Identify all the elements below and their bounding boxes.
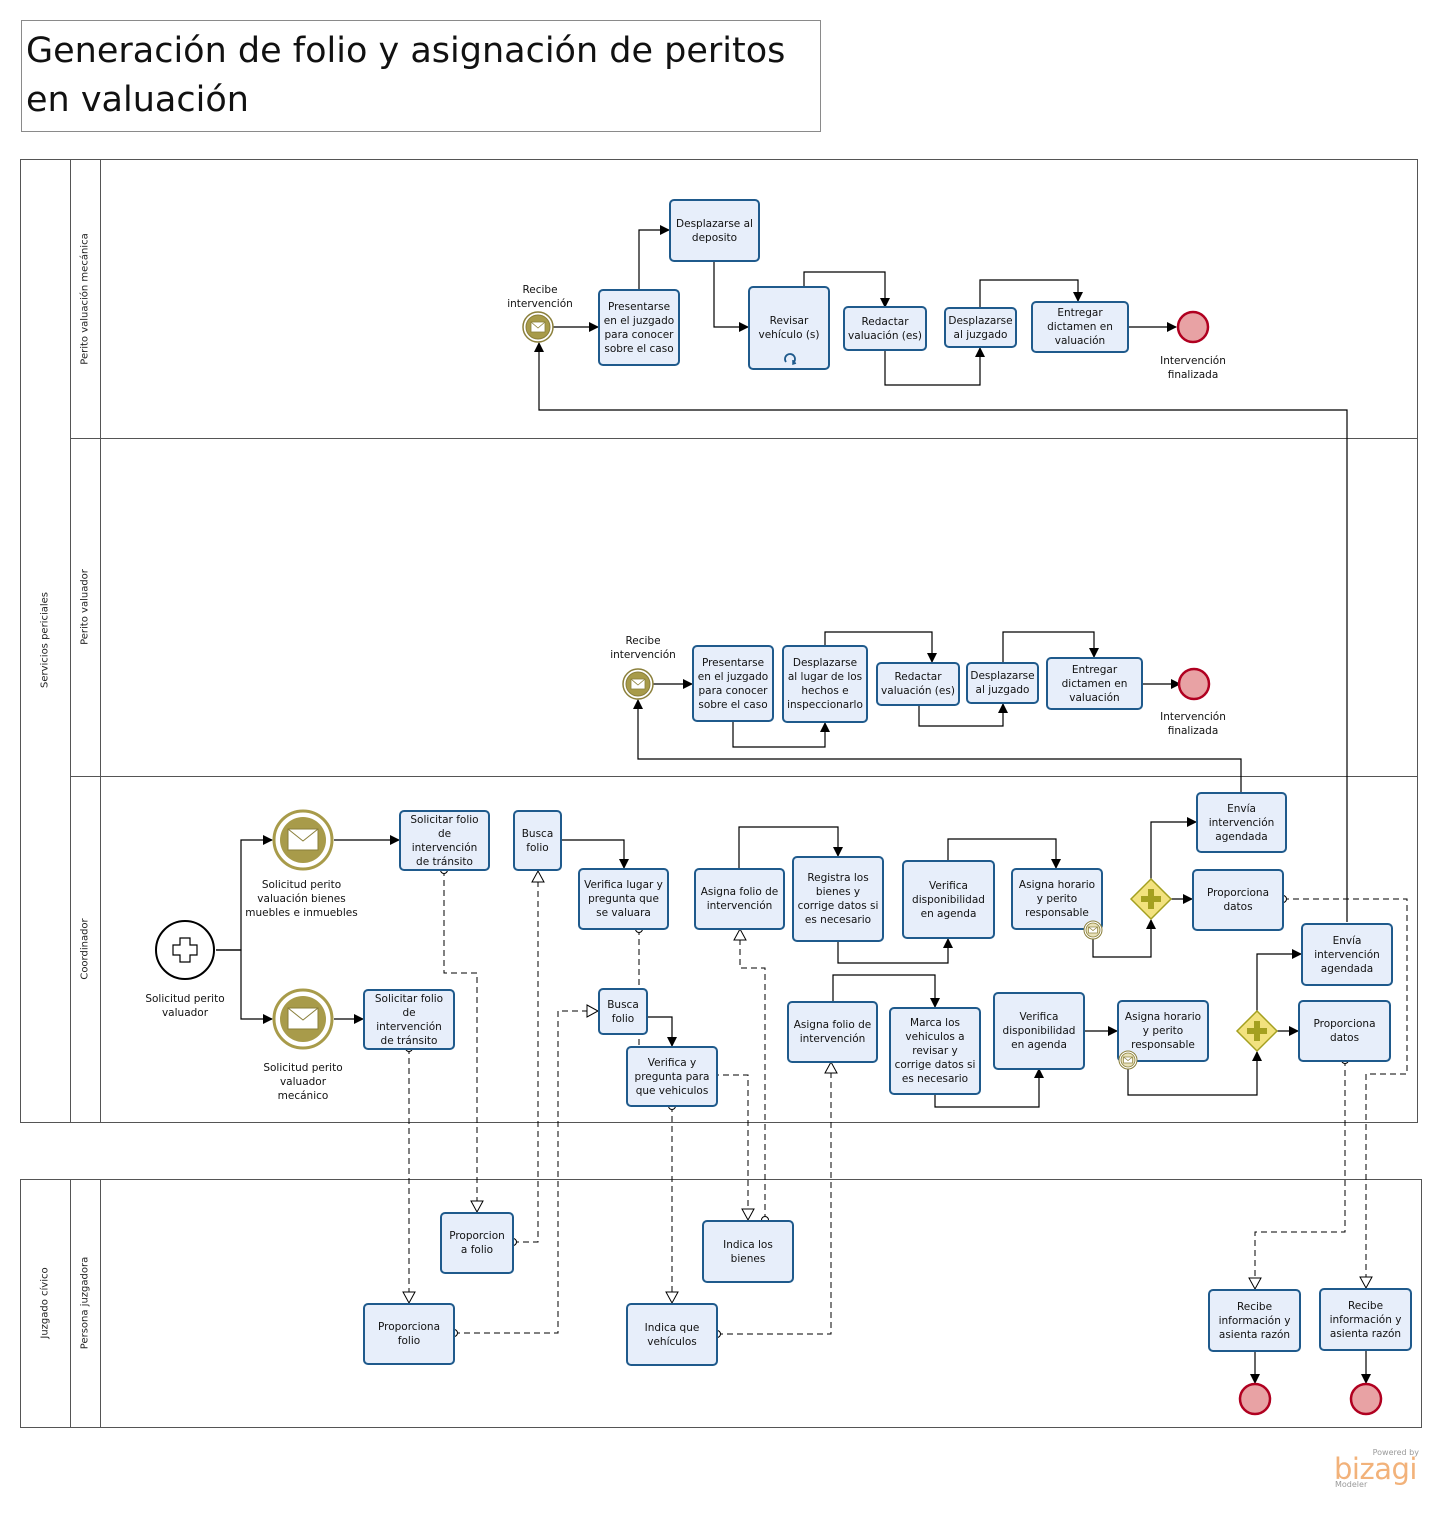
end-event-valuador — [1177, 667, 1211, 701]
end-event-juzgado-2 — [1349, 1382, 1383, 1416]
task-desplazarse-juzgado[interactable]: Desplazarse al juzgado — [944, 307, 1017, 348]
start-event-solicitud-perito-valuador — [155, 920, 215, 980]
parallel-plus-icon — [172, 937, 198, 963]
event-label-intervencion-finalizada: Intervención finalizada — [1160, 355, 1226, 381]
plus-icon — [1247, 1021, 1267, 1041]
lane-label-coordinador: Coordinador — [79, 918, 91, 980]
logo-product: Modeler — [1335, 1480, 1368, 1489]
event-label-recibe-intervencion: Recibe intervención — [610, 635, 676, 661]
logo-name: bizagi — [1334, 1452, 1417, 1486]
event-label-solicitud-bienes: Solicitud perito valuación bienes mueble… — [245, 879, 358, 919]
message-start-event-bienes — [272, 809, 334, 871]
task-asigna-horario[interactable]: Asigna horario y perito responsable — [1011, 868, 1103, 940]
task-revisar-vehiculo[interactable]: Revisar vehículo (s) — [748, 286, 830, 370]
event-label-solicitud-mecanico: Solicitud perito valuador mecánico — [263, 1062, 343, 1102]
task-label: Revisar vehículo (s) — [758, 315, 820, 341]
message-icon — [1118, 1050, 1138, 1070]
message-flows — [402, 866, 1408, 1338]
lane-label-persona-juzgadora: Persona juzgadora — [79, 1256, 91, 1350]
task-redactar-valuacion[interactable]: Redactar valuación (es) — [843, 306, 927, 351]
message-icon — [1083, 920, 1103, 940]
event-label-solicitud-perito-valuador: Solicitud perito valuador — [145, 993, 225, 1019]
task-entregar-dictamen[interactable]: Entregar dictamen en valuación — [1046, 657, 1143, 710]
loop-icon — [784, 353, 797, 366]
logo-powered-text: Powered by — [1372, 1448, 1419, 1457]
event-label-intervencion-finalizada: Intervención finalizada — [1160, 711, 1226, 737]
event-label-recibe-intervencion: Recibe intervención — [507, 284, 573, 310]
intermediate-message-event-mecanica — [522, 311, 554, 343]
lane-label-perito-valuador: Perito valuador — [79, 569, 91, 645]
task-presentarse-juzgado[interactable]: Presentarse en el juzgado para conocer s… — [692, 645, 774, 722]
task-proporciona-folio[interactable]: Proporciona folio — [363, 1303, 455, 1365]
task-recibe-informacion[interactable]: Recibe información y asienta razón — [1208, 1289, 1301, 1352]
task-desplazarse-lugar-hechos[interactable]: Desplazarse al lugar de los hechos e ins… — [782, 645, 868, 723]
intermediate-message-event-valuador — [622, 668, 654, 700]
task-verifica-disponibilidad[interactable]: Verifica disponibilidad en agenda — [902, 860, 995, 939]
envelope-icon — [287, 828, 319, 851]
task-label: Asigna horario y perito responsable — [1124, 1011, 1202, 1051]
task-indica-bienes[interactable]: Indica los bienes — [702, 1220, 794, 1283]
task-asigna-horario[interactable]: Asigna horario y perito responsable — [1117, 1000, 1209, 1070]
end-event-mecanica — [1176, 310, 1210, 344]
pool-label-servicios-periciales: Servicios periciales — [39, 591, 51, 689]
task-solicitar-folio[interactable]: Solicitar folio de intervención de tráns… — [363, 989, 455, 1050]
plus-icon — [1141, 889, 1161, 909]
bizagi-logo: Powered by bizagi Modeler — [1332, 1448, 1422, 1493]
task-busca-folio[interactable]: Busca folio — [598, 988, 648, 1035]
task-desplazarse-juzgado[interactable]: Desplazarse al juzgado — [966, 662, 1039, 704]
title-box: Generación de folio y asignación de peri… — [21, 20, 821, 132]
pool-servicios-periciales — [20, 159, 1418, 1123]
task-entregar-dictamen[interactable]: Entregar dictamen en valuación — [1031, 301, 1129, 353]
task-busca-folio[interactable]: Busca folio — [513, 810, 562, 871]
parallel-gateway-2 — [1235, 1009, 1279, 1053]
task-proporciona-datos[interactable]: Proporciona datos — [1298, 1000, 1391, 1062]
task-indica-vehiculos[interactable]: Indica que vehículos — [626, 1303, 718, 1366]
envelope-icon — [630, 678, 646, 690]
end-event-juzgado-1 — [1238, 1382, 1272, 1416]
message-start-event-mecanico — [272, 988, 334, 1050]
task-verifica-lugar[interactable]: Verifica lugar y pregunta que se valuara — [578, 868, 669, 930]
pool-label-juzgado-civico: Juzgado cívico — [39, 1267, 51, 1339]
task-proporciona-datos[interactable]: Proporciona datos — [1192, 869, 1284, 931]
task-envia-intervencion[interactable]: Envía intervención agendada — [1301, 923, 1393, 986]
task-desplazarse-deposito[interactable]: Desplazarse al deposito — [669, 199, 760, 262]
task-verifica-disponibilidad[interactable]: Verifica disponibilidad en agenda — [993, 992, 1085, 1070]
task-registra-bienes[interactable]: Registra los bienes y corrige datos si e… — [792, 856, 884, 942]
lane-label-perito-mecanica: Perito valuación mecánica — [79, 233, 91, 365]
task-envia-intervencion[interactable]: Envía intervención agendada — [1196, 792, 1287, 853]
page-title: Generación de folio y asignación de peri… — [26, 31, 786, 120]
task-recibe-informacion[interactable]: Recibe información y asienta razón — [1319, 1288, 1412, 1351]
task-label: Asigna horario y perito responsable — [1018, 879, 1096, 919]
task-solicitar-folio[interactable]: Solicitar folio de intervención de tráns… — [399, 810, 490, 871]
task-redactar-valuacion[interactable]: Redactar valuación (es) — [876, 662, 960, 706]
envelope-icon — [530, 321, 546, 333]
task-asigna-folio[interactable]: Asigna folio de intervención — [787, 1001, 878, 1063]
task-asigna-folio[interactable]: Asigna folio de intervención — [694, 868, 785, 930]
task-proporciona-folio[interactable]: Proporcion a folio — [440, 1212, 514, 1274]
task-presentarse-juzgado[interactable]: Presentarse en el juzgado para conocer s… — [598, 289, 680, 366]
parallel-gateway-1 — [1129, 877, 1173, 921]
sequence-flows — [216, 225, 1371, 1384]
task-verifica-pregunta-vehiculos[interactable]: Verifica y pregunta para que vehiculos — [626, 1046, 718, 1107]
task-marca-vehiculos[interactable]: Marca los vehiculos a revisar y corrige … — [889, 1007, 981, 1095]
envelope-icon — [287, 1007, 319, 1030]
